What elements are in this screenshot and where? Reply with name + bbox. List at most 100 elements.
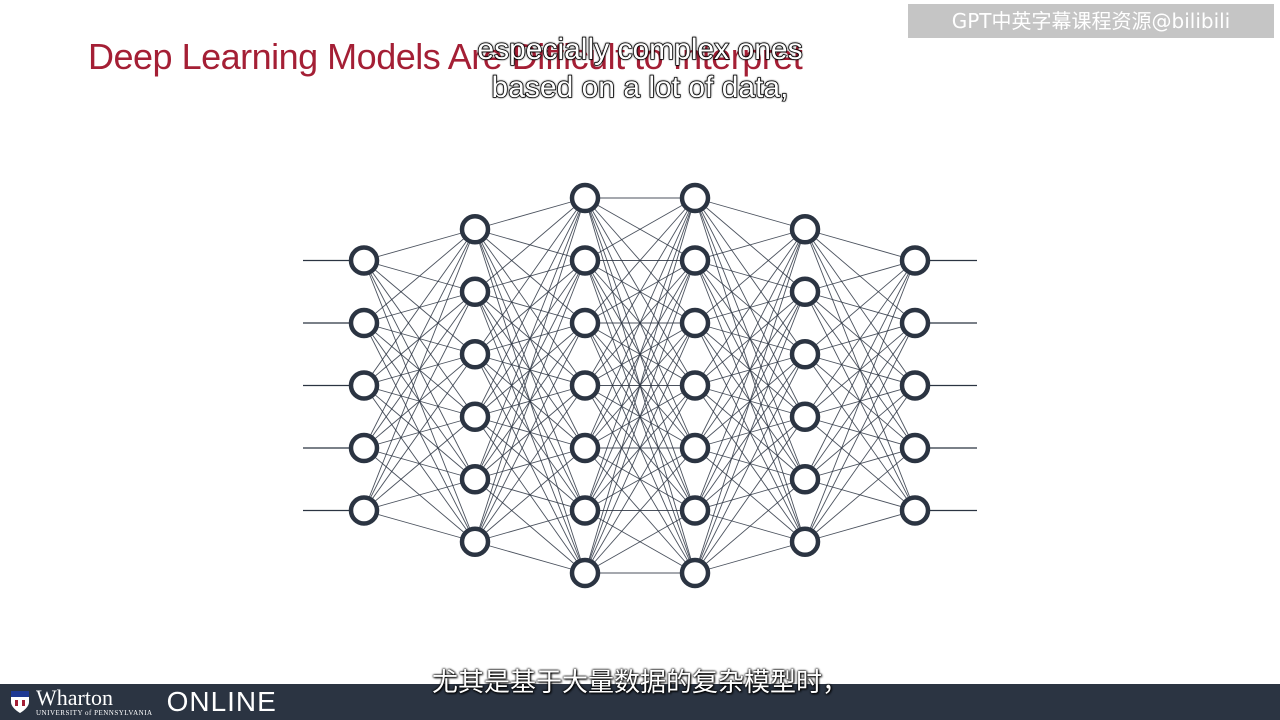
network-edges <box>303 197 977 574</box>
connection-edge <box>584 197 696 574</box>
neuron-node-layer-1 <box>348 245 380 276</box>
watermark: GPT中英字幕课程资源@bilibili <box>908 4 1274 38</box>
neuron-node-layer-2 <box>459 401 491 432</box>
connection-edge <box>363 229 476 449</box>
neuron-node-layer-3 <box>569 432 601 464</box>
wharton-wordmark: Wharton UNIVERSITY of PENNSYLVANIA <box>36 686 153 718</box>
connection-edge <box>474 385 586 543</box>
connection-edge <box>804 260 916 355</box>
neuron-node-layer-1 <box>348 495 380 526</box>
connection-edge <box>804 322 916 542</box>
connection-edge <box>363 353 476 511</box>
connection-edge <box>584 197 696 449</box>
connection-edge <box>694 541 806 574</box>
network-nodes <box>348 182 931 589</box>
neuron-node-layer-1 <box>348 307 380 339</box>
connection-edge <box>694 229 806 449</box>
neuron-node-layer-6 <box>899 432 931 464</box>
connection-edge <box>694 416 806 574</box>
connection-edge <box>694 228 806 261</box>
neuron-node-layer-3 <box>569 495 601 526</box>
neuron-node-layer-1 <box>348 432 380 464</box>
connection-edge <box>363 229 476 511</box>
connection-edge <box>474 197 586 230</box>
connection-edge <box>584 197 696 324</box>
connection-edge <box>584 260 696 574</box>
neuron-node-layer-3 <box>569 307 601 339</box>
connection-edge <box>584 322 696 574</box>
connection-edge <box>694 228 806 386</box>
connection-edge <box>584 385 696 574</box>
connection-edge <box>694 228 806 324</box>
neuron-node-layer-2 <box>459 214 491 245</box>
neuron-node-layer-2 <box>459 464 491 495</box>
connection-edge <box>363 228 476 324</box>
wharton-online-logo: Wharton UNIVERSITY of PENNSYLVANIA ONLIN… <box>0 684 277 720</box>
neuron-node-layer-1 <box>348 370 380 401</box>
neuron-node-layer-4 <box>679 557 711 589</box>
connection-edge <box>474 322 586 542</box>
connection-edge <box>804 228 916 261</box>
subtitle-english-line-1: especially complex ones <box>477 32 804 67</box>
neuron-node-layer-4 <box>679 432 711 464</box>
connection-edge <box>804 260 916 542</box>
university-name: UNIVERSITY of PENNSYLVANIA <box>36 708 153 717</box>
neuron-node-layer-2 <box>459 276 491 307</box>
neuron-node-layer-4 <box>679 307 711 339</box>
connection-edge <box>474 510 586 543</box>
connection-edge <box>474 197 586 293</box>
neuron-node-layer-3 <box>569 245 601 276</box>
connection-edge <box>474 197 586 355</box>
connection-edge <box>694 197 806 230</box>
connection-edge <box>363 291 476 511</box>
neuron-node-layer-6 <box>899 370 931 401</box>
connection-edge <box>804 260 916 293</box>
connection-edge <box>694 291 806 574</box>
connection-edge <box>584 447 696 574</box>
connection-edge <box>474 197 586 417</box>
connection-edge <box>474 197 586 542</box>
connection-edge <box>694 354 806 574</box>
neuron-node-layer-4 <box>679 182 711 214</box>
slide-title: Deep Learning Models Are Difficult to In… <box>88 36 803 77</box>
connection-edge <box>584 197 696 261</box>
connection-edge <box>363 478 476 511</box>
connection-edge <box>363 416 476 511</box>
neuron-node-layer-3 <box>569 370 601 401</box>
connection-edge <box>804 510 916 543</box>
connection-edge <box>363 228 476 386</box>
connection-edge <box>363 228 476 261</box>
connection-edge <box>474 260 586 542</box>
connection-edge <box>694 229 806 511</box>
neuron-node-layer-4 <box>679 245 711 276</box>
connection-edge <box>804 447 916 543</box>
connection-edge <box>474 541 586 574</box>
connection-edge <box>474 447 586 543</box>
connection-edge <box>584 197 696 511</box>
subtitle-english-line-2: based on a lot of data, <box>491 70 789 105</box>
connection-edge <box>363 510 476 543</box>
neuron-node-layer-5 <box>789 276 821 307</box>
neuron-node-layer-3 <box>569 182 601 214</box>
connection-edge <box>804 260 916 418</box>
neuron-node-layer-3 <box>569 557 601 589</box>
connection-edge <box>584 510 696 574</box>
neuron-node-layer-5 <box>789 401 821 432</box>
neuron-node-layer-6 <box>899 307 931 339</box>
connection-edge <box>474 197 586 480</box>
connection-edge <box>584 197 696 386</box>
neuron-node-layer-4 <box>679 370 711 401</box>
neuron-node-layer-5 <box>789 339 821 370</box>
footer-bar: Wharton UNIVERSITY of PENNSYLVANIA ONLIN… <box>0 684 1280 720</box>
neuron-node-layer-6 <box>899 245 931 276</box>
neuron-node-layer-5 <box>789 464 821 495</box>
connection-edge <box>694 229 806 574</box>
connection-edge <box>804 385 916 543</box>
subtitle-chinese: 尤其是基于大量数据的复杂模型时， <box>431 668 848 698</box>
neuron-node-layer-6 <box>899 495 931 526</box>
neuron-node-layer-2 <box>459 526 491 557</box>
connection-edge <box>804 260 916 480</box>
neuron-node-layer-4 <box>679 495 711 526</box>
